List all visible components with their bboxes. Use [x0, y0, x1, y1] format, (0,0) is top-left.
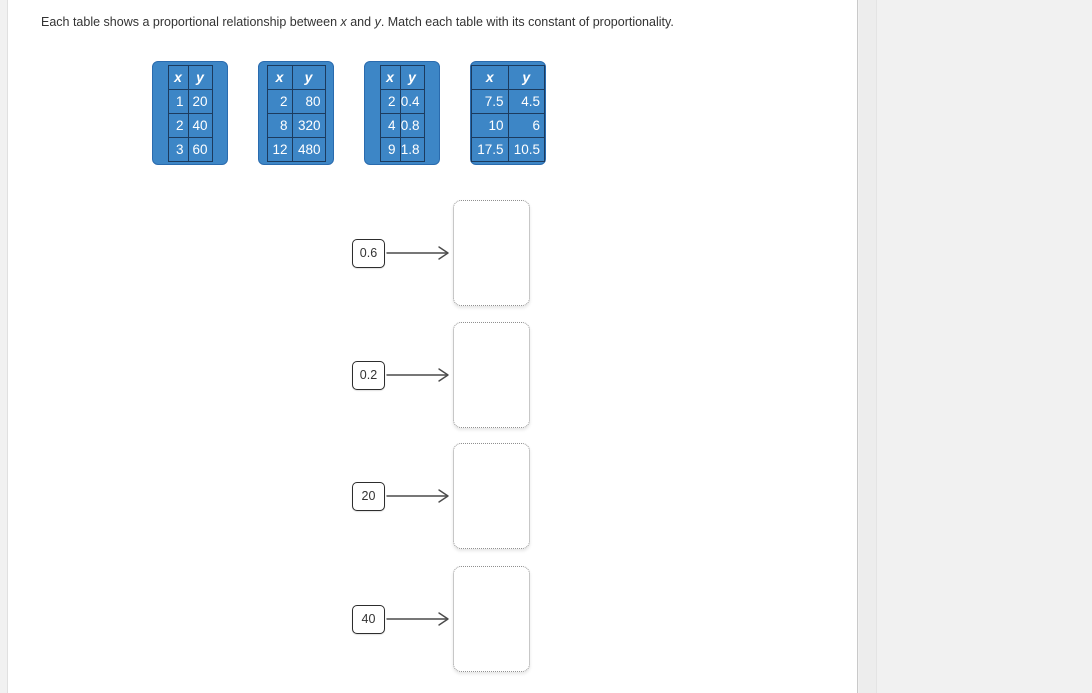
table-header-y: y	[507, 64, 545, 90]
table-cell-y: 1.8	[399, 136, 425, 162]
table-row: 2 0.4	[379, 88, 425, 114]
table-cell-x: 8	[266, 112, 293, 138]
arrow-right-icon	[386, 368, 449, 382]
table-cell-y: 0.4	[399, 88, 425, 114]
xy-table-3: x y 2 0.4 4 0.8 9 1.8	[379, 64, 425, 162]
table-cell-y: 4.5	[507, 88, 545, 114]
page-background-right	[859, 0, 1092, 693]
table-cell-x: 10	[471, 112, 509, 138]
proportion-table-1[interactable]: x y 1 20 2 40 3 60	[152, 61, 228, 165]
match-row-3: 20	[352, 443, 530, 549]
table-cell-y: 60	[187, 136, 213, 162]
table-row: 3 60	[167, 136, 213, 162]
proportion-table-4[interactable]: x y 7.5 4.5 10 6 17.5 10.5	[470, 61, 546, 165]
table-cell-x: 12	[266, 136, 293, 162]
table-cell-y: 10.5	[507, 136, 545, 162]
table-header-x: x	[266, 64, 293, 90]
table-cell-x: 17.5	[471, 136, 509, 162]
constant-label: 20	[361, 489, 376, 503]
constant-chip-3: 20	[352, 481, 385, 511]
table-cell-x: 7.5	[471, 88, 509, 114]
table-cell-x: 4	[379, 112, 401, 138]
table-cell-y: 20	[187, 88, 213, 114]
table-header-x: x	[471, 64, 509, 90]
constant-label: 0.6	[359, 246, 378, 260]
constant-chip-4: 40	[352, 604, 385, 634]
constant-chip-1: 0.6	[352, 238, 385, 268]
table-cell-x: 1	[167, 88, 189, 114]
variable-y: y	[374, 15, 381, 29]
xy-table-4: x y 7.5 4.5 10 6 17.5 10.5	[471, 64, 545, 162]
table-row: 4 0.8	[379, 112, 425, 138]
arrow-right-icon	[386, 246, 449, 260]
table-cell-y: 40	[187, 112, 213, 138]
table-cell-y: 80	[291, 88, 326, 114]
table-cell-y: 320	[291, 112, 326, 138]
match-row-2: 0.2	[352, 322, 530, 428]
constant-label: 0.2	[359, 368, 378, 382]
table-cell-x: 3	[167, 136, 189, 162]
constant-label: 40	[361, 612, 376, 626]
proportion-table-3[interactable]: x y 2 0.4 4 0.8 9 1.8	[364, 61, 440, 165]
table-cell-x: 2	[167, 112, 189, 138]
instructions-text: Each table shows a proportional relation…	[41, 14, 831, 31]
table-row: 2 40	[167, 112, 213, 138]
variable-x: x	[340, 15, 347, 29]
table-row: 9 1.8	[379, 136, 425, 162]
drop-zone-3[interactable]	[453, 443, 530, 549]
drop-zone-2[interactable]	[453, 322, 530, 428]
constant-chip-2: 0.2	[352, 360, 385, 390]
xy-table-2: x y 2 80 8 320 12 480	[266, 64, 326, 162]
table-cell-x: 2	[266, 88, 293, 114]
table-row: 8 320	[266, 112, 326, 138]
table-row: 1 20	[167, 88, 213, 114]
table-header-y: y	[291, 64, 326, 90]
scrollbar-track[interactable]	[859, 0, 877, 693]
drop-zone-4[interactable]	[453, 566, 530, 672]
instructions-segment: and	[346, 15, 375, 29]
match-row-1: 0.6	[352, 200, 530, 306]
table-header-y: y	[187, 64, 213, 90]
table-row: 10 6	[471, 112, 545, 138]
table-cell-y: 0.8	[399, 112, 425, 138]
instructions-segment: . Match each table with its constant of …	[380, 15, 674, 29]
table-header-x: x	[167, 64, 189, 90]
proportion-table-2[interactable]: x y 2 80 8 320 12 480	[258, 61, 334, 165]
drop-zone-1[interactable]	[453, 200, 530, 306]
table-cell-x: 9	[379, 136, 401, 162]
table-cell-y: 480	[291, 136, 326, 162]
table-row: 17.5 10.5	[471, 136, 545, 162]
exercise-panel: Each table shows a proportional relation…	[7, 0, 858, 693]
arrow-right-icon	[386, 612, 449, 626]
instructions-segment: Each table shows a proportional relation…	[41, 15, 341, 29]
xy-table-1: x y 1 20 2 40 3 60	[167, 64, 213, 162]
table-row: 2 80	[266, 88, 326, 114]
tables-row: x y 1 20 2 40 3 60	[152, 61, 546, 165]
table-header-y: y	[399, 64, 425, 90]
table-row: 12 480	[266, 136, 326, 162]
table-header-x: x	[379, 64, 401, 90]
arrow-right-icon	[386, 489, 449, 503]
table-row: 7.5 4.5	[471, 88, 545, 114]
table-cell-y: 6	[507, 112, 545, 138]
match-row-4: 40	[352, 566, 530, 672]
table-cell-x: 2	[379, 88, 401, 114]
